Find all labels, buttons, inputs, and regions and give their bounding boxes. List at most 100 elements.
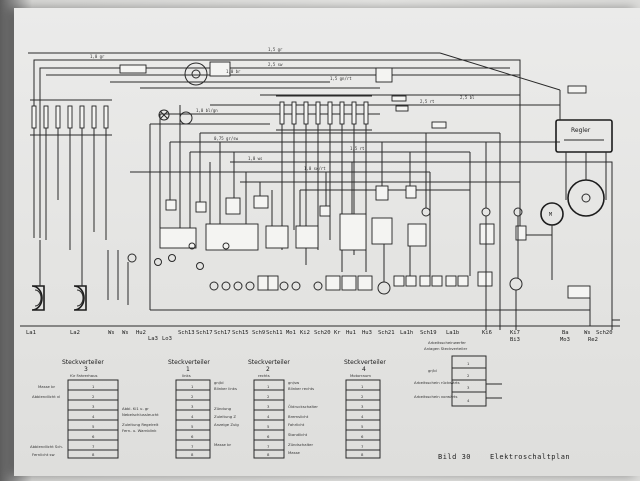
- connector-2-title: Steckverteiler: [248, 359, 290, 366]
- row-number: 3: [467, 385, 470, 390]
- row-number: 4: [92, 414, 95, 419]
- row-number: 2: [267, 394, 270, 399]
- label-ki2: Ki2: [300, 330, 310, 336]
- row-number: 1: [267, 384, 270, 389]
- row-number: 2: [361, 394, 364, 399]
- gauge-label: 1,5 gn/rt: [330, 76, 352, 81]
- row-number: 3: [191, 404, 194, 409]
- label-sch19: Sch19: [420, 330, 437, 336]
- gauge-label: 0,75 gr/sw: [214, 136, 239, 141]
- relay-row: [159, 185, 527, 251]
- gauge-label: 2,5 bl: [460, 95, 475, 100]
- row-number: 5: [92, 424, 95, 429]
- connector-tables: Steckverteiler 3 für Fahrerhaus 1 2 3 4 …: [30, 340, 502, 459]
- component-labels: La1 La2 Ws Ws Hu2 La3 Lo3 Sch13 Sch17 Sc…: [26, 330, 613, 343]
- label-la1b: La1b: [446, 330, 459, 336]
- label-sch13: Sch13: [178, 330, 195, 336]
- gauge-label: 1,0 br: [226, 69, 241, 74]
- fuse-bank-left: [30, 99, 112, 250]
- gauge-label: 2,5 sw: [268, 62, 283, 67]
- caption-title: Elektroschaltplan: [490, 453, 570, 461]
- label-lo3: Lo3: [162, 336, 172, 342]
- connector-note: Masse br: [214, 442, 232, 447]
- row-number: 6: [191, 434, 194, 439]
- connector-3-title: Steckverteiler: [62, 359, 104, 366]
- regulator-block: Regler M: [519, 90, 613, 330]
- row-number: 3: [92, 404, 95, 409]
- label-ki6: Ki6: [482, 330, 492, 336]
- connector-note: Standlicht: [288, 432, 308, 437]
- row-number: 1: [467, 361, 470, 366]
- row-number: 1: [361, 384, 364, 389]
- gauge-label: 2,5 rt: [420, 99, 435, 104]
- connector-note: Fahrlicht: [288, 422, 305, 427]
- row-number: 8: [361, 452, 364, 457]
- connector-note: Zuleitung Regelrelt: [122, 422, 159, 427]
- row-number: 2: [191, 394, 194, 399]
- gauge-label: 1,0 bl/gn: [196, 108, 218, 113]
- gauge-label: 1,0 sw/rt: [304, 166, 326, 171]
- row-number: 8: [191, 452, 194, 457]
- connector-note: Blinker links: [214, 386, 237, 391]
- gauge-label: 1,0 ws: [248, 156, 263, 161]
- regler-label: Regler: [571, 127, 591, 134]
- connector-note: Masse: [288, 450, 301, 455]
- row-number: 3: [267, 404, 270, 409]
- row-number: 7: [191, 444, 194, 449]
- gauge-label: 1,0 gr: [90, 54, 105, 59]
- connector-1-sub: links: [182, 373, 191, 378]
- connector-note: Masse br: [38, 384, 56, 389]
- lamp-row: [127, 207, 591, 299]
- row-number: 6: [267, 434, 270, 439]
- drop-lines: [20, 105, 620, 330]
- label-hu2: Hu2: [136, 330, 146, 336]
- label-hu3: Hu3: [362, 330, 372, 336]
- row-number: 7: [361, 444, 364, 449]
- label-ki7: Ki7: [510, 330, 520, 336]
- label-ba: Ba: [562, 330, 569, 336]
- row-number: 1: [92, 384, 95, 389]
- connector-1-number: 1: [186, 366, 190, 373]
- label-la2: La2: [70, 330, 80, 336]
- row-number: 7: [92, 444, 95, 449]
- row-number: 3: [361, 404, 364, 409]
- connector-note: Abblendlicht vl: [32, 394, 60, 399]
- row-number: 4: [361, 414, 364, 419]
- row-number: 2: [467, 373, 470, 378]
- connector-5-title: Arbeitsscheinwerfer: [428, 340, 466, 345]
- connector-5-sub: Anlagen Steckverteiler: [424, 346, 468, 351]
- label-sch17-2: Sch17: [214, 330, 231, 336]
- connector-note: gr/bl: [428, 368, 437, 373]
- label-ws-1: Ws: [108, 330, 115, 336]
- label-ws-right: Ws: [584, 330, 591, 336]
- label-bi3: Bi3: [510, 337, 520, 343]
- label-sch9: Sch9: [252, 330, 265, 336]
- figure-caption: Bild 30 Elektroschaltplan: [438, 453, 570, 461]
- label-sch20-right: Sch20: [596, 330, 613, 336]
- label-hu1: Hu1: [346, 330, 356, 336]
- row-number: 8: [92, 452, 95, 457]
- row-number: 4: [191, 414, 194, 419]
- caption-figure-number: Bild 30: [438, 453, 471, 461]
- connector-note: gn/sw: [288, 380, 299, 385]
- row-number: 5: [191, 424, 194, 429]
- connector-note: Blinker rechts: [288, 386, 314, 391]
- label-re2: Re2: [588, 337, 598, 343]
- connector-note: Zündung: [214, 406, 232, 411]
- connector-note: Abblendlicht Sch.: [30, 444, 63, 449]
- connector-note: Öldruckschalter: [288, 404, 318, 409]
- label-la1h: La1h: [400, 330, 413, 336]
- row-number: 1: [191, 384, 194, 389]
- svg-text:M: M: [549, 212, 552, 218]
- connector-2-number: 2: [266, 366, 270, 373]
- top-components: [119, 61, 587, 129]
- row-number: 6: [92, 434, 95, 439]
- connector-note: Bremslicht: [288, 414, 309, 419]
- row-number: 7: [267, 444, 270, 449]
- gauge-label: 1,5 gr: [268, 47, 283, 52]
- label-mo3: Mo3: [560, 337, 570, 343]
- connector-3-sub: für Fahrerhaus: [70, 373, 98, 378]
- label-la1: La1: [26, 330, 36, 336]
- label-sch21: Sch21: [378, 330, 395, 336]
